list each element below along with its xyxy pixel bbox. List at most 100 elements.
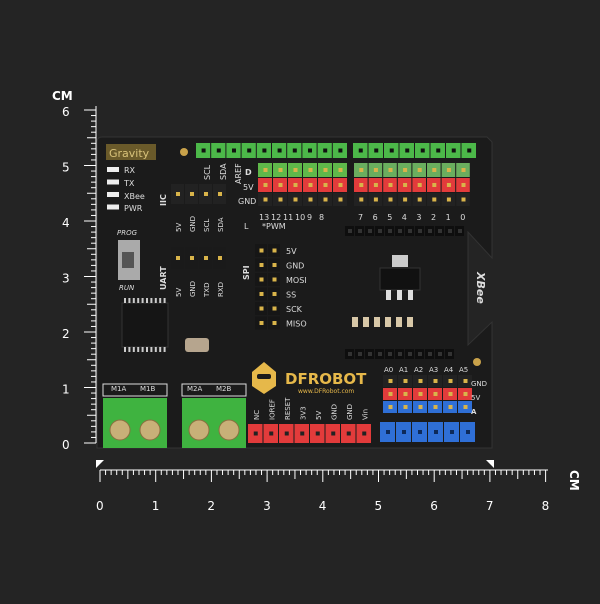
pin: [323, 197, 328, 202]
terminal-screw: [188, 419, 210, 441]
pin: [403, 405, 408, 409]
dfrobot-url: www.DFRobot.com: [298, 388, 354, 395]
pin: [388, 229, 392, 233]
pin: [338, 148, 343, 153]
iic-pin-label: SCL: [203, 219, 211, 232]
row-label-d: D: [245, 168, 252, 177]
led-label-rx: RX: [124, 166, 136, 175]
smd-component: [385, 317, 391, 327]
spi-pin-label: SCK: [286, 305, 303, 314]
label-aref: AREF: [234, 163, 243, 184]
pin: [323, 183, 328, 187]
pin: [466, 430, 470, 434]
corner-mark: [96, 460, 104, 468]
pin: [338, 183, 343, 187]
vertical-ruler-label: 3: [62, 272, 70, 286]
chip-pin: [137, 298, 140, 303]
pin: [308, 197, 313, 202]
pin: [417, 183, 422, 187]
horizontal-ruler-label: 1: [152, 499, 160, 513]
pin: [408, 352, 412, 356]
analog-pin-label: A3: [429, 366, 438, 374]
vertical-ruler-label: 2: [62, 327, 70, 341]
uart-pin-label: GND: [189, 281, 197, 297]
led-l-label: L: [244, 222, 249, 231]
led-label-pwr: PWR: [124, 204, 143, 213]
iic-pin-label: GND: [189, 216, 197, 232]
chip-pin: [146, 298, 148, 303]
pin: [403, 197, 408, 202]
pin: [417, 197, 422, 202]
analog-pin-label: A4: [444, 366, 454, 374]
digital-pin-label: 4: [402, 213, 407, 222]
pin: [446, 168, 451, 172]
switch-run-label: RUN: [119, 284, 135, 292]
pin: [308, 148, 312, 153]
pin: [278, 197, 283, 202]
terminal-screw: [139, 419, 161, 441]
pin: [190, 192, 194, 196]
pin: [176, 192, 180, 196]
pin: [338, 197, 343, 202]
spi-pin-label: 5V: [286, 247, 297, 256]
power-pin-label: Vin: [362, 409, 370, 420]
status-led: [107, 179, 119, 185]
motor-label-m2b: M2B: [216, 385, 231, 393]
pin: [293, 183, 298, 187]
logo-visor: [257, 374, 271, 379]
pin: [378, 352, 382, 356]
label-scl: SCL: [203, 164, 212, 180]
chip-pin: [150, 347, 153, 352]
pin: [433, 379, 438, 383]
pin: [433, 405, 438, 409]
pin: [373, 183, 378, 187]
pin: [259, 263, 264, 267]
analog-pin-label: A5: [459, 366, 468, 374]
row-label-5v: 5V: [243, 183, 254, 192]
pin: [204, 256, 208, 260]
pin: [463, 405, 468, 409]
power-pin-label: 5V: [315, 411, 323, 420]
terminal-label-box: [181, 383, 247, 397]
smd-component: [396, 317, 402, 327]
pin: [359, 168, 364, 172]
motor-label-m1a: M1A: [111, 385, 126, 393]
pin: [374, 148, 379, 153]
terminal-screw: [218, 419, 240, 441]
pin: [362, 431, 367, 436]
pin: [418, 379, 423, 383]
pin: [368, 229, 372, 233]
pin: [204, 192, 208, 196]
horizontal-ruler-label: 4: [319, 499, 327, 513]
digital-pin-label: 8: [319, 213, 324, 222]
chip-pin: [159, 347, 162, 352]
pin: [218, 192, 222, 196]
digital-pin-label: 5: [387, 213, 392, 222]
pin: [262, 148, 267, 153]
pin: [348, 229, 352, 233]
pin: [284, 431, 289, 436]
status-led: [107, 204, 119, 210]
vertical-ruler-label: 0: [62, 438, 70, 452]
iic-pin-label: 5V: [175, 223, 183, 232]
mounting-hole: [473, 358, 481, 366]
analog-row-a: A: [471, 408, 477, 416]
pin: [373, 168, 378, 172]
pin: [259, 292, 264, 296]
analog-row-5v: 5V: [471, 394, 480, 402]
horizontal-ruler-label: 6: [430, 499, 438, 513]
pin: [368, 352, 372, 356]
pin: [434, 430, 438, 434]
pin: [176, 256, 180, 260]
horizontal-ruler-label: 0: [96, 499, 104, 513]
pin: [461, 168, 466, 172]
pin: [448, 352, 452, 356]
smd-component: [407, 317, 413, 327]
pin: [373, 197, 378, 202]
pin: [331, 431, 336, 436]
pin: [259, 277, 264, 282]
pin: [358, 148, 363, 153]
